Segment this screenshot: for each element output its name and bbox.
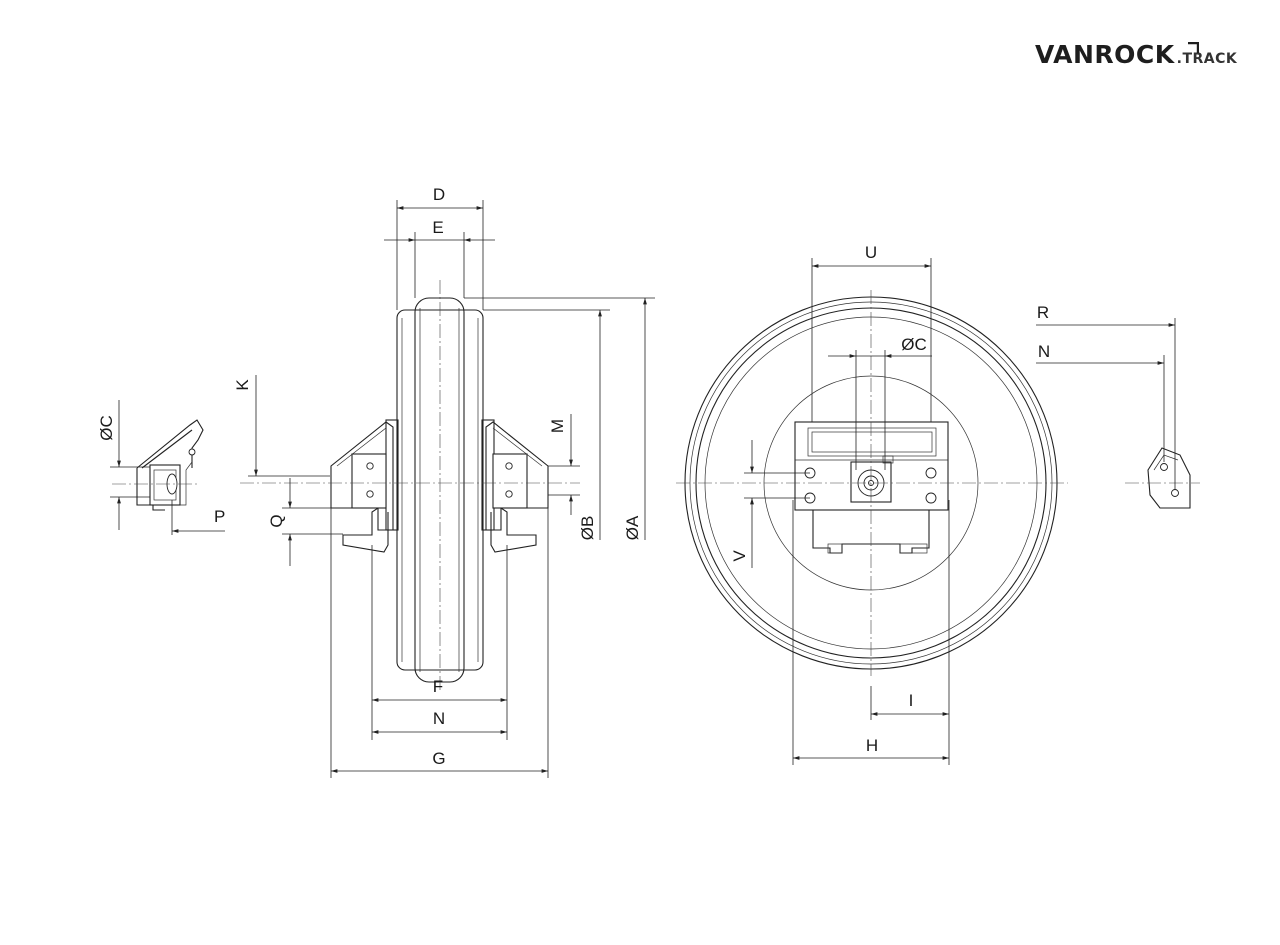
dim-label-v: V [730,550,749,562]
dim-label-e: E [432,218,443,237]
dim-label-h: H [866,736,878,755]
logo-corner-icon [1188,42,1199,53]
logo-suffix: .TRACK [1176,51,1238,67]
dim-label-m: M [548,419,567,433]
front-view [240,200,655,778]
dim-label-r: R [1037,303,1049,322]
dim-label-g: G [432,749,445,768]
dim-label-d: D [433,185,445,204]
dim-label-i: I [909,691,914,710]
dim-label-b: ØB [578,516,597,541]
dim-label-k: K [233,379,252,391]
dim-label-n-front: N [433,709,445,728]
dim-label-c-small: ØC [97,415,116,441]
small-side-detail [1036,318,1200,509]
vanrock-track-logo: VANROCK.TRACK [1035,40,1237,80]
dim-label-n-side: N [1038,342,1050,361]
dim-label-c-side: ØC [901,335,927,354]
small-bracket-detail [110,400,225,535]
side-view [676,258,1068,765]
dim-label-p: P [214,507,225,526]
logo-brand: VANROCK [1035,40,1175,69]
dim-label-f: F [433,677,443,696]
dim-label-a: ØA [623,515,642,540]
dim-label-u: U [865,243,877,262]
dim-label-q: Q [267,514,286,527]
